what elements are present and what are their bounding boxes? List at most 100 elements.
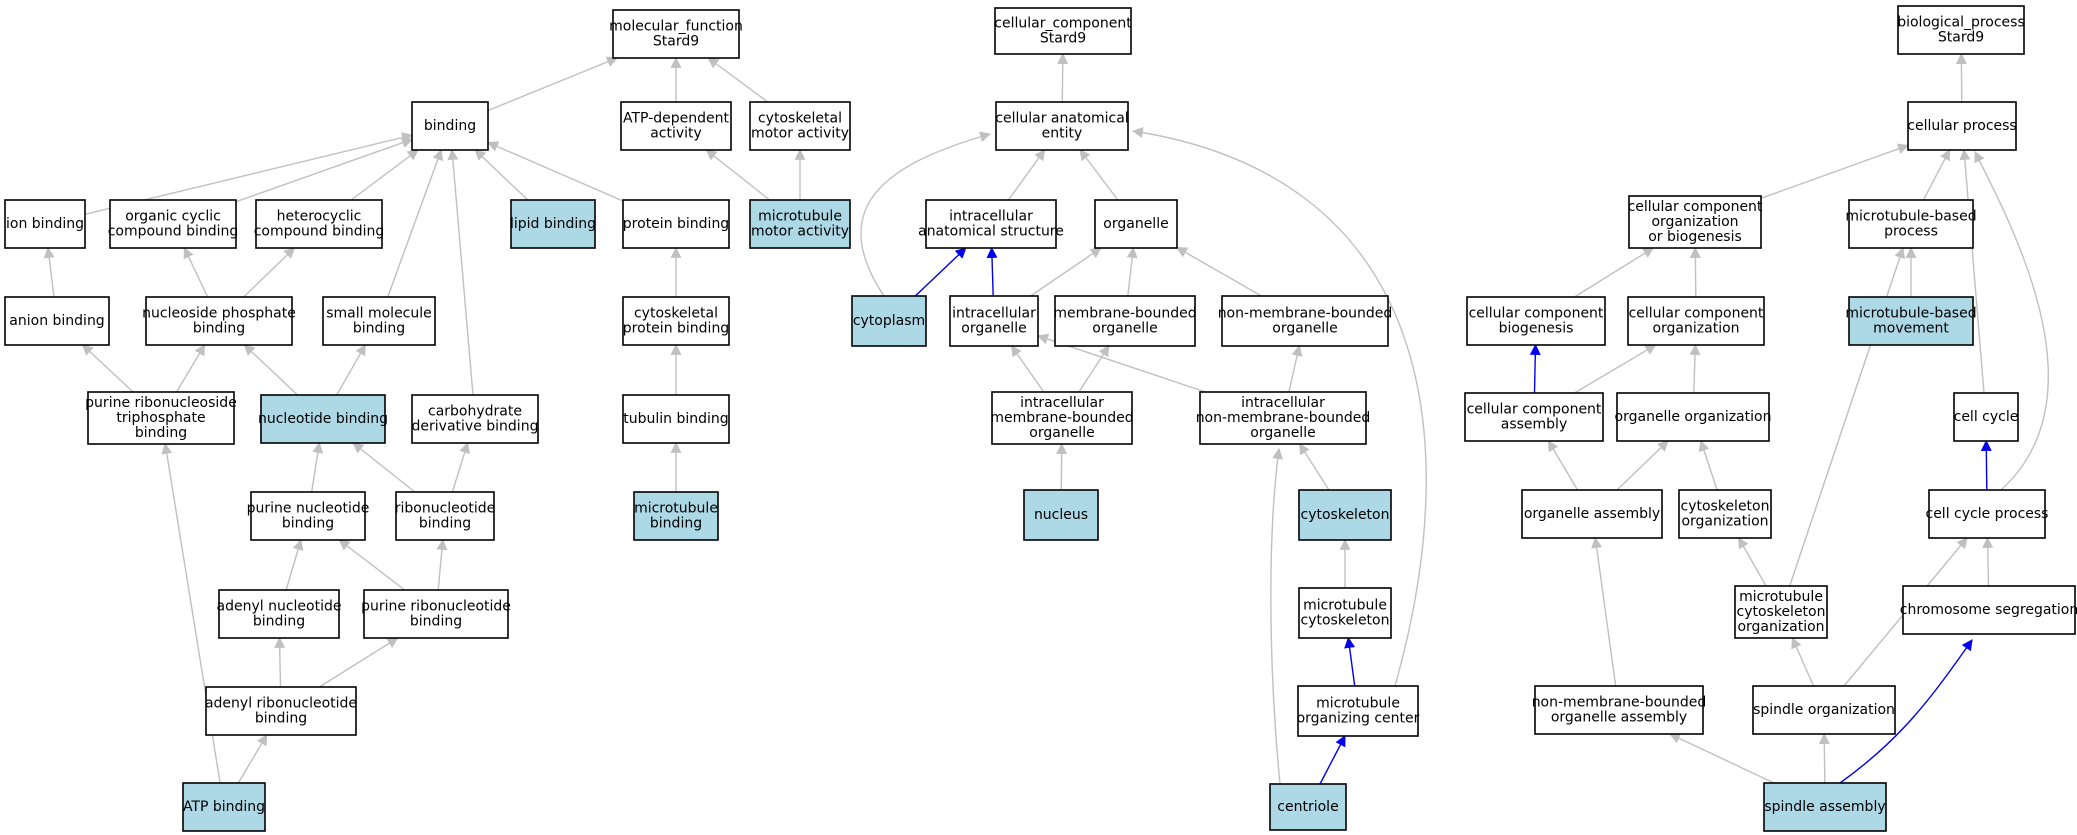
edge-spindleasm-to-nonmembasm [1669, 733, 1775, 784]
node-box [612, 9, 740, 59]
node-atpb[interactable]: ATP binding [182, 782, 266, 832]
node-label: entity [1042, 126, 1083, 142]
edge-carbder-to-binding [447, 148, 474, 396]
node-label: purine ribonucleoside [85, 395, 237, 411]
node-label: cytoskeletal [758, 111, 842, 127]
edge-intraorg-to-organelle [1030, 247, 1102, 297]
node-nucb[interactable]: nucleotide binding [258, 394, 388, 444]
node-tubulinb[interactable]: tubulin binding [622, 394, 730, 444]
node-orgorg[interactable]: organelle organization [1615, 392, 1772, 442]
node-label: non-membrane-bounded [1196, 410, 1371, 426]
node-label: binding [410, 614, 462, 630]
node-cytoskeleton[interactable]: cytoskeleton [1298, 489, 1392, 541]
node-label: purine nucleotide [247, 501, 370, 517]
node-cytoplasm[interactable]: cytoplasm [851, 295, 927, 347]
node-label: cytoskeleton [1301, 507, 1390, 523]
node-box [182, 782, 266, 832]
node-label: cytoplasm [853, 313, 925, 329]
node-label: organelle [961, 321, 1026, 337]
node-orgasm[interactable]: organelle assembly [1521, 489, 1663, 539]
node-label: non-membrane-bounded [1532, 695, 1707, 711]
node-cellproc[interactable]: cellular process [1907, 101, 2017, 151]
node-label: cellular_component [994, 16, 1132, 32]
edge-nucphos-to-hetcyc [243, 247, 296, 298]
node-label: cellular process [1907, 118, 2016, 134]
node-label: cellular component [1469, 306, 1604, 322]
edge-mtoc-to-cae [1131, 127, 1427, 687]
node-label: cellular component [1629, 306, 1764, 322]
node-box [1466, 296, 1606, 346]
node-label: membrane-bounded [990, 410, 1133, 426]
node-ionb[interactable]: ion binding [4, 199, 86, 249]
edge-purtri-to-anionb [81, 344, 134, 393]
edge-centriole-to-intranonmemb [1270, 447, 1284, 785]
node-label: cytoskeleton [1737, 604, 1826, 620]
node-box [1902, 585, 2076, 635]
node-anionb[interactable]: anion binding [4, 296, 110, 346]
node-spindleasm[interactable]: spindle assembly [1763, 782, 1887, 832]
node-label: microtubule [1316, 696, 1400, 712]
node-label: binding [193, 321, 245, 337]
node-spindleorg[interactable]: spindle organization [1752, 685, 1896, 735]
node-intranonmemb[interactable]: intracellularnon-membrane-boundedorganel… [1196, 391, 1371, 445]
node-label: binding [424, 118, 476, 134]
edge-ribonuc-to-nucb [352, 442, 416, 493]
edge-smallmol-to-binding [387, 148, 444, 298]
node-box [1298, 587, 1392, 639]
node-label: process [1884, 224, 1938, 240]
node-ccproc[interactable]: cell cycle process [1926, 489, 2049, 539]
edge-cytoplasm-to-ias [914, 247, 967, 297]
node-label: motor activity [751, 224, 849, 240]
node-box [995, 101, 1129, 151]
node-box [1848, 199, 1974, 249]
node-binding[interactable]: binding [411, 101, 489, 151]
node-nucleus[interactable]: nucleus [1023, 489, 1099, 541]
node-box [622, 199, 730, 249]
node-organelle[interactable]: organelle [1094, 199, 1178, 249]
node-cellcycle[interactable]: cell cycle [1953, 392, 2019, 442]
node-chromseg[interactable]: chromosome segregation [1900, 585, 2077, 635]
edge-spindleorg-to-mtcytoorg [1791, 636, 1815, 687]
node-proteinb[interactable]: protein binding [622, 199, 730, 249]
node-lipidb[interactable]: lipid binding [510, 199, 596, 249]
node-label: cytoskeletal [634, 306, 718, 322]
node-centriole[interactable]: centriole [1269, 783, 1347, 831]
node-label: biological_process [1897, 15, 2025, 31]
